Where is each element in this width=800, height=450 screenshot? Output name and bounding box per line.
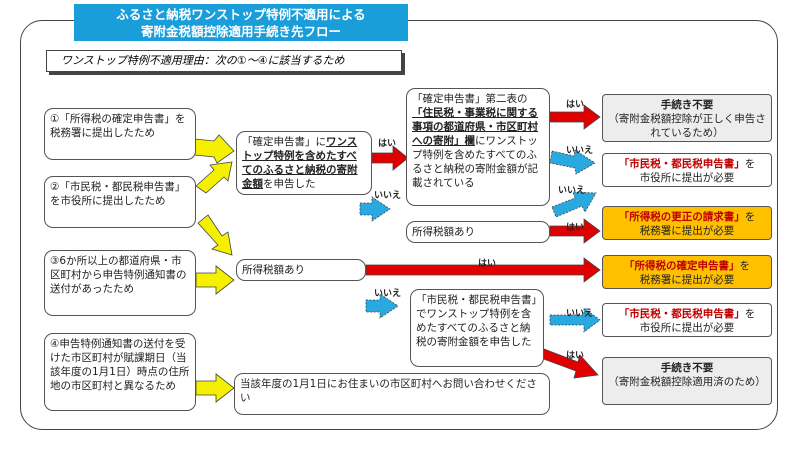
r2-sub: 市役所に提出が必要 <box>639 172 735 184</box>
r1-title: 手続き不要 <box>660 99 714 111</box>
arrow-yes-q1 <box>371 145 409 171</box>
r2-title: 「市民税・都民税申告書」 <box>618 158 745 170</box>
arrow-case1 <box>194 134 235 164</box>
arrow-no-q2 <box>549 149 596 175</box>
label-no-q1: いいえ <box>374 191 402 201</box>
arrow-no-q3 <box>549 307 601 333</box>
r5-sub: 市役所に提出が必要 <box>639 322 735 334</box>
r4-title: 「所得税の確定申告書」 <box>624 260 740 272</box>
income-tax-box-1: 所得税額あり <box>236 259 366 281</box>
label-yes-tax2: はい <box>566 223 585 233</box>
reason-banner: ワンストップ特例不適用理由：次の①～④に該当するため <box>46 50 402 72</box>
arrow-yes-tax1 <box>365 257 601 283</box>
arrow-yes-q3 <box>540 348 599 379</box>
q1-text-a: 「確定申告書」に <box>242 136 326 148</box>
label-no-q2b: いいえ <box>558 186 586 196</box>
title-line-1: ふるさと納税ワンストップ特例不適用による <box>116 7 366 22</box>
result-final-return: 「所得税の確定申告書」を 税務署に提出が必要 <box>602 255 772 289</box>
arrow-case2-down <box>197 214 233 256</box>
case-3-box: ③6か所以上の都道府県・市区町村から申告特例通知書の送付があったため <box>44 250 196 316</box>
r1-sub: （寄附金税額控除が正しく申告されているため） <box>608 113 766 139</box>
r4-sub: 税務署に提出が必要 <box>639 274 735 286</box>
label-yes-q3: はい <box>566 351 585 361</box>
arrow-no-q1 <box>359 196 391 222</box>
result-resident-tax-2: 「市民税・都民税申告書」を 市役所に提出が必要 <box>602 303 772 337</box>
r3-sub: 税務署に提出が必要 <box>639 225 735 237</box>
case-4-box: ④申告特例通知書の送付を受けた市区町村が賦課期日（当該年度の1月1日）時点の住所… <box>44 333 196 411</box>
income-tax-box-2: 所得税額あり <box>406 221 550 243</box>
label-yes-tax1: はい <box>478 259 497 269</box>
label-no-q3: いいえ <box>566 309 594 319</box>
result-resident-tax-1: 「市民税・都民税申告書」を 市役所に提出が必要 <box>602 153 772 187</box>
label-yes-q2: はい <box>566 100 585 110</box>
title-line-2: 寄附金税額控除適用手続き先フロー <box>140 24 341 39</box>
question-1-box: 「確定申告書」にワンストップ特例を含めたすべてのふるさと納税の寄附金額を申告した <box>236 131 372 195</box>
arrow-case2 <box>195 161 233 194</box>
r3-title: 「所得税の更正の請求書」 <box>618 211 745 223</box>
q1-text-c: を申告した <box>263 178 316 190</box>
result-correction-request: 「所得税の更正の請求書」を 税務署に提出が必要 <box>602 206 772 240</box>
arrow-case4 <box>195 373 235 403</box>
r6-title: 手続き不要 <box>660 362 714 374</box>
q2-text-c: にワンストップ特例を含めたすべてのふるさと納税の寄附金額が記載されている <box>412 135 538 189</box>
case-2-box: ②「市民税・都民税申告書」を市役所に提出したため <box>44 176 196 228</box>
result-no-procedure-2: 手続き不要 （寄附金税額控除適用済のため） <box>602 357 772 405</box>
inquiry-box: 当該年度の1月1日にお住まいの市区町村へお問い合わせください <box>234 373 550 415</box>
label-no-tax1: いいえ <box>374 289 402 299</box>
question-3-box: 「市民税・都民税申告書」でワンストップ特例を含めたすべてのふるさと納税の寄附金額… <box>410 289 544 367</box>
arrow-no-tax1 <box>365 293 399 319</box>
arrow-yes-tax2 <box>549 218 601 244</box>
case-1-box: ①「所得税の確定申告書」を税務署に提出したため <box>44 108 196 160</box>
label-no-q2: いいえ <box>566 146 594 156</box>
q2-text-b: 「住民税・事業税に関する事項の都道府県・市区町村への寄附」欄 <box>412 107 538 147</box>
result-no-procedure-1: 手続き不要 （寄附金税額控除が正しく申告されているため） <box>602 94 772 142</box>
r5-title: 「市民税・都民税申告書」 <box>618 308 745 320</box>
r2-tail: を <box>744 158 756 170</box>
r6-sub: （寄附金税額控除適用済のため） <box>608 376 766 388</box>
arrow-yes-q2 <box>549 104 601 130</box>
q2-text-a: 「確定申告書」第二表の <box>412 93 528 105</box>
label-yes-q1: はい <box>378 139 397 149</box>
q1-text-b: ワンストップ特例を含めたすべてのふるさと納税の寄附金額 <box>242 136 358 190</box>
r4-tail: を <box>739 260 751 272</box>
arrow-case3 <box>195 265 235 295</box>
r3-tail: を <box>744 211 756 223</box>
page-title: ふるさと納税ワンストップ特例不適用による 寄附金税額控除適用手続き先フロー <box>74 4 408 41</box>
arrow-no-q2-down <box>551 191 597 218</box>
question-2-box: 「確定申告書」第二表の「住民税・事業税に関する事項の都道府県・市区町村への寄附」… <box>406 88 550 206</box>
r5-tail: を <box>744 308 756 320</box>
